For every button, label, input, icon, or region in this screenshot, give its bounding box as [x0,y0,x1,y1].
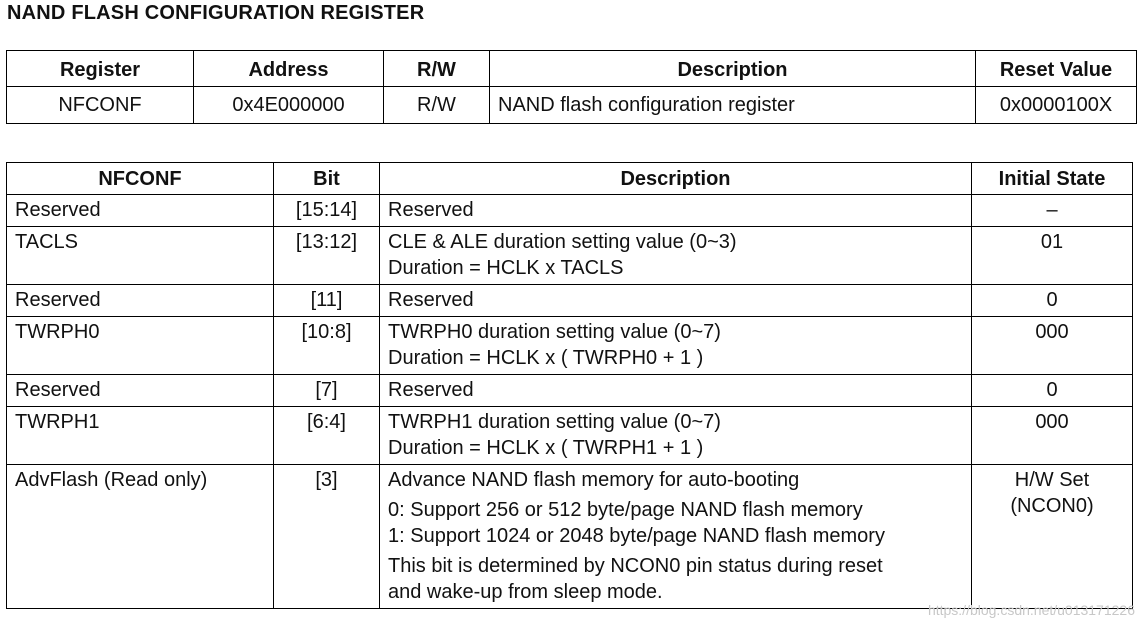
register-summary-table: Register Address R/W Description Reset V… [6,50,1137,124]
field-bit: [13:12] [273,226,380,285]
field-description: TWRPH1 duration setting value (0~7) Dura… [379,406,972,465]
register-address: 0x4E000000 [193,86,384,124]
table-row: Reserved [15:14] Reserved – [6,194,1133,227]
description-line: Duration = HCLK x ( TWRPH0 + 1 ) [388,347,704,369]
field-initial-state: 0 [971,374,1133,407]
table-row: AdvFlash (Read only) [3] Advance NAND fl… [6,464,1133,609]
description-line: 1: Support 1024 or 2048 byte/page NAND f… [388,525,885,547]
field-name: Reserved [6,284,274,317]
register-description: NAND flash configuration register [489,86,976,124]
page-title: NAND FLASH CONFIGURATION REGISTER [7,2,425,24]
description-line: Reserved [388,289,474,311]
field-description: Reserved [379,194,972,227]
bit-header-row: NFCONF Bit Description Initial State [6,162,1133,195]
field-initial-state: 000 [971,316,1133,375]
field-bit: [6:4] [273,406,380,465]
description-line: and wake-up from sleep mode. [388,581,663,603]
description-line: Duration = HCLK x TACLS [388,257,624,279]
field-initial-state: – [971,194,1133,227]
description-line: 0: Support 256 or 512 byte/page NAND fla… [388,499,863,521]
initial-state-line: (NCON0) [1010,495,1094,517]
register-name: NFCONF [6,86,194,124]
initial-state-line: H/W Set [1014,469,1090,491]
field-initial-state: 000 [971,406,1133,465]
field-name: Reserved [6,374,274,407]
register-reset-value: 0x0000100X [975,86,1137,124]
description-line: This bit is determined by NCON0 pin stat… [388,555,883,577]
header-field-name: NFCONF [6,162,274,195]
initial-state-line: 000 [1035,411,1069,433]
table-row: TWRPH0 [10:8] TWRPH0 duration setting va… [6,316,1133,375]
register-header-row: Register Address R/W Description Reset V… [6,50,1137,87]
field-bit: [3] [273,464,380,609]
field-bit: [15:14] [273,194,380,227]
register-rw: R/W [383,86,490,124]
table-row: TWRPH1 [6:4] TWRPH1 duration setting val… [6,406,1133,465]
header-initial-state: Initial State [971,162,1133,195]
initial-state-line: 0 [1046,379,1058,401]
field-initial-state: 0 [971,284,1133,317]
description-line: Reserved [388,379,474,401]
bit-field-table: NFCONF Bit Description Initial State Res… [6,162,1133,609]
field-name: TWRPH0 [6,316,274,375]
field-description: TWRPH0 duration setting value (0~7) Dura… [379,316,972,375]
field-name: TACLS [6,226,274,285]
field-initial-state: H/W Set (NCON0) [971,464,1133,609]
header-register: Register [6,50,194,87]
description-line: Reserved [388,199,474,221]
description-line: Duration = HCLK x ( TWRPH1 + 1 ) [388,437,704,459]
header-rw: R/W [383,50,490,87]
table-row: TACLS [13:12] CLE & ALE duration setting… [6,226,1133,285]
initial-state-line: 000 [1035,321,1069,343]
header-address: Address [193,50,384,87]
field-description: CLE & ALE duration setting value (0~3) D… [379,226,972,285]
field-name: AdvFlash (Read only) [6,464,274,609]
watermark: https://blog.csdn.net/u013171226 [927,602,1135,618]
field-description: Reserved [379,284,972,317]
header-description: Description [489,50,976,87]
field-name: TWRPH1 [6,406,274,465]
field-description: Reserved [379,374,972,407]
header-field-description: Description [379,162,972,195]
initial-state-line: – [1046,199,1058,221]
description-line: Advance NAND flash memory for auto-booti… [388,469,800,491]
field-initial-state: 01 [971,226,1133,285]
field-bit: [11] [273,284,380,317]
table-row: Reserved [11] Reserved 0 [6,284,1133,317]
header-reset-value: Reset Value [975,50,1137,87]
initial-state-line: 01 [1040,231,1064,253]
field-name: Reserved [6,194,274,227]
field-bit: [10:8] [273,316,380,375]
field-description: Advance NAND flash memory for auto-booti… [379,464,972,609]
description-line: TWRPH0 duration setting value (0~7) [388,321,721,343]
table-row: Reserved [7] Reserved 0 [6,374,1133,407]
description-line: CLE & ALE duration setting value (0~3) [388,231,737,253]
initial-state-line: 0 [1046,289,1058,311]
description-line: TWRPH1 duration setting value (0~7) [388,411,721,433]
header-bit: Bit [273,162,380,195]
field-bit: [7] [273,374,380,407]
register-row: NFCONF 0x4E000000 R/W NAND flash configu… [6,86,1137,124]
